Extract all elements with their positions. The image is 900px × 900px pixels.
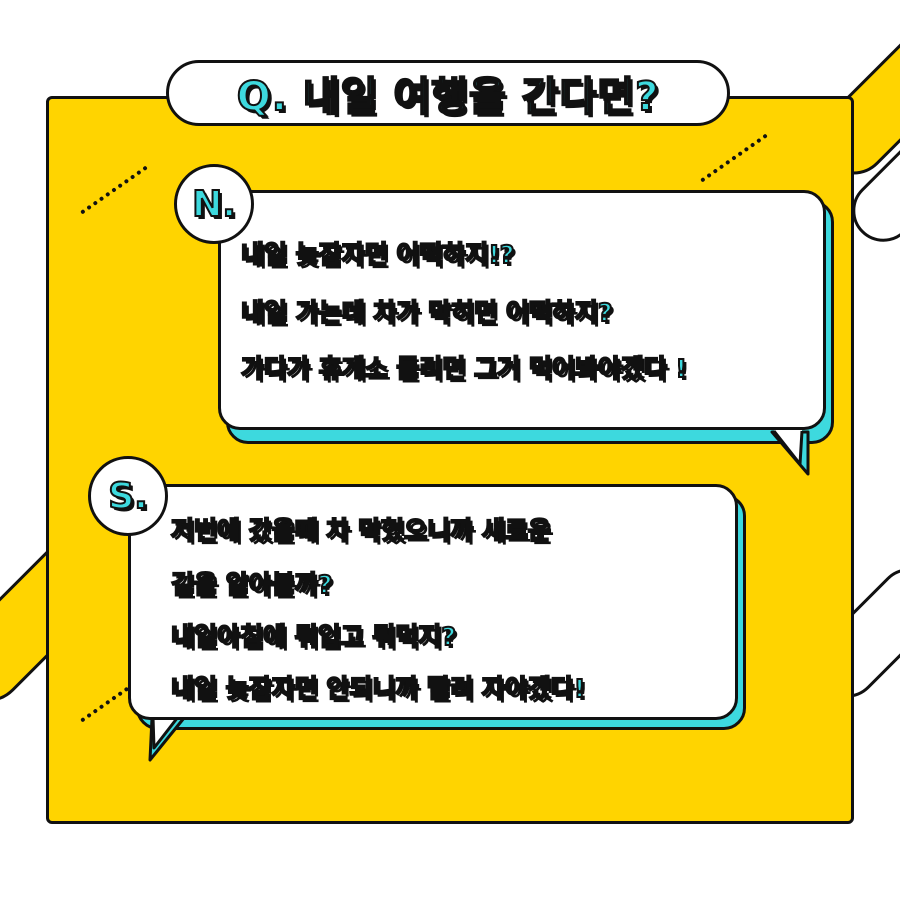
badge-s-label: S. (107, 475, 149, 518)
bubble-s: 저번에 갔을때 차 막혔으니까 새로운 길을 알아볼까? 내일아침에 뭐입고 뭐… (128, 484, 738, 720)
badge-n: N. (174, 164, 254, 244)
page-title: Q. 내일 여행을 간다면? (236, 73, 660, 121)
badge-s: S. (88, 456, 168, 536)
bubble-n-line-2: 내일 가는데 차가 막히면 어떡하지? (240, 297, 613, 328)
badge-n-label: N. (191, 183, 237, 226)
bubble-s-line-3: 내일아침에 뭐입고 뭐먹지? (170, 621, 457, 652)
title-pill: Q. 내일 여행을 간다면? (166, 60, 730, 126)
bubble-s-tail (148, 716, 186, 762)
bubble-n: 내일 늦잠자면 어떡하지!? 내일 가는데 차가 막히면 어떡하지? 가다가 휴… (218, 190, 826, 430)
bubble-s-line-1: 저번에 갔을때 차 막혔으니까 새로운 (170, 515, 552, 546)
bubble-n-tail (770, 430, 810, 476)
bubble-n-line-3: 가다가 휴게소 들리면 그거 먹어봐야겠다 ! (240, 353, 688, 384)
bubble-n-line-1: 내일 늦잠자면 어떡하지!? (240, 239, 515, 270)
bubble-s-line-2: 길을 알아볼까? (170, 569, 333, 600)
bubble-s-line-4: 내일 늦잠자면 안되니까 빨리 자야겠다! (170, 673, 586, 704)
